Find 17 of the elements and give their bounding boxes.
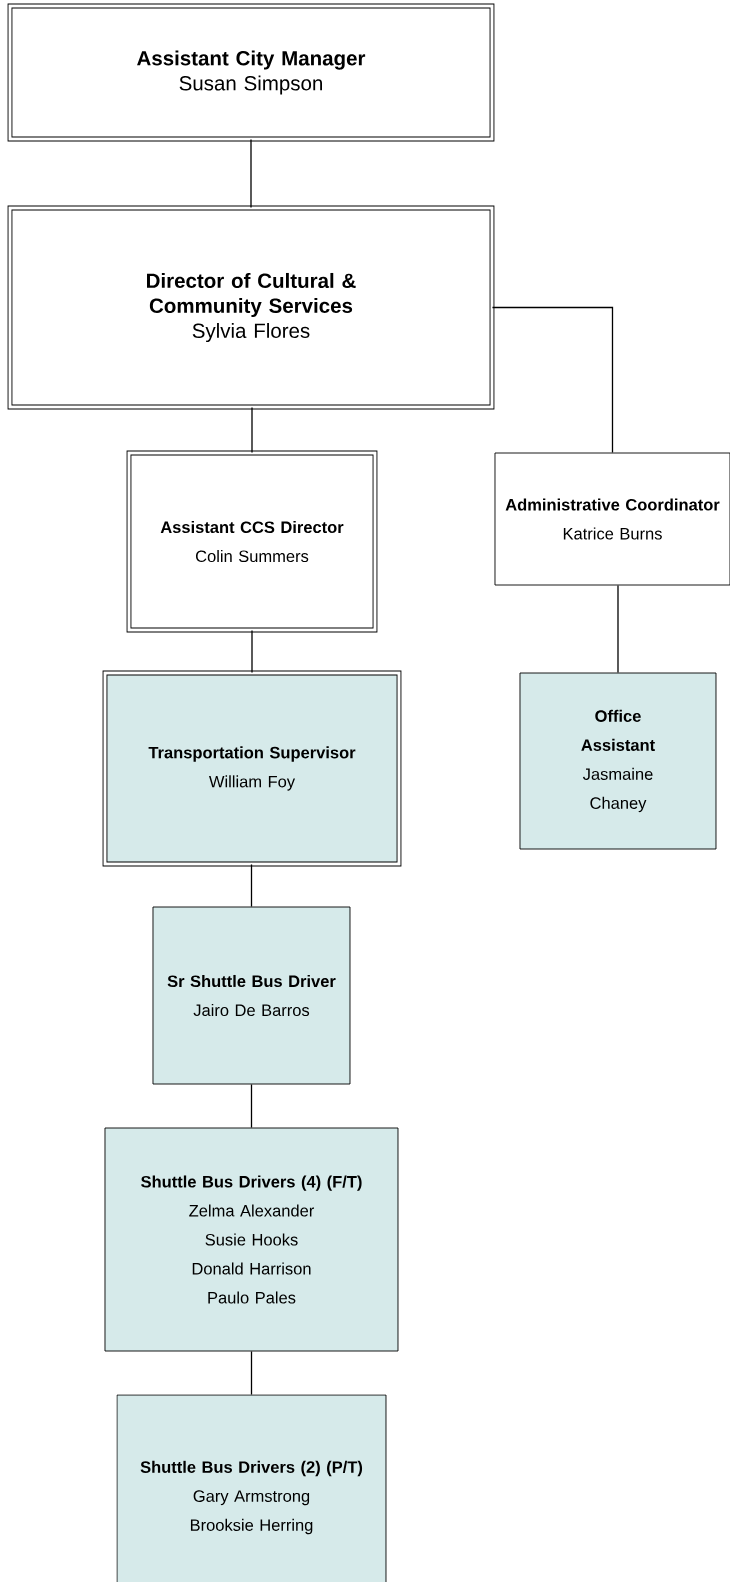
connector-line	[491, 306, 614, 454]
connector-line	[617, 584, 619, 674]
position-box: Office Assistant Jasmaine Chaney	[519, 672, 717, 850]
position-box: Assistant City Manager Susan Simpson	[7, 3, 495, 142]
connector-line	[251, 629, 253, 674]
position-box: Administrative Coordinator Katrice Burns	[494, 452, 730, 586]
position-box: Shuttle Bus Drivers (4) (F/T) Zelma Alexander Susie Hooks Donald Harrison Paulo Pales	[104, 1127, 399, 1352]
position-box: Sr Shuttle Bus Driver Jairo De Barros	[152, 906, 351, 1085]
connector-line	[251, 406, 253, 454]
connector-line	[250, 1350, 253, 1396]
position-box: Assistant CCS Director Colin Summers	[126, 450, 378, 633]
position-box: Director of Cultural & Community Services Sylvia Flores	[7, 205, 495, 410]
connector-line	[250, 138, 252, 209]
connector-line	[250, 863, 253, 908]
position-box: Transportation Supervisor William Foy	[102, 670, 402, 867]
connector-line	[250, 1083, 253, 1129]
position-box: Shuttle Bus Drivers (2) (P/T) Gary Armstrong Brooksie Herring	[116, 1394, 387, 1582]
